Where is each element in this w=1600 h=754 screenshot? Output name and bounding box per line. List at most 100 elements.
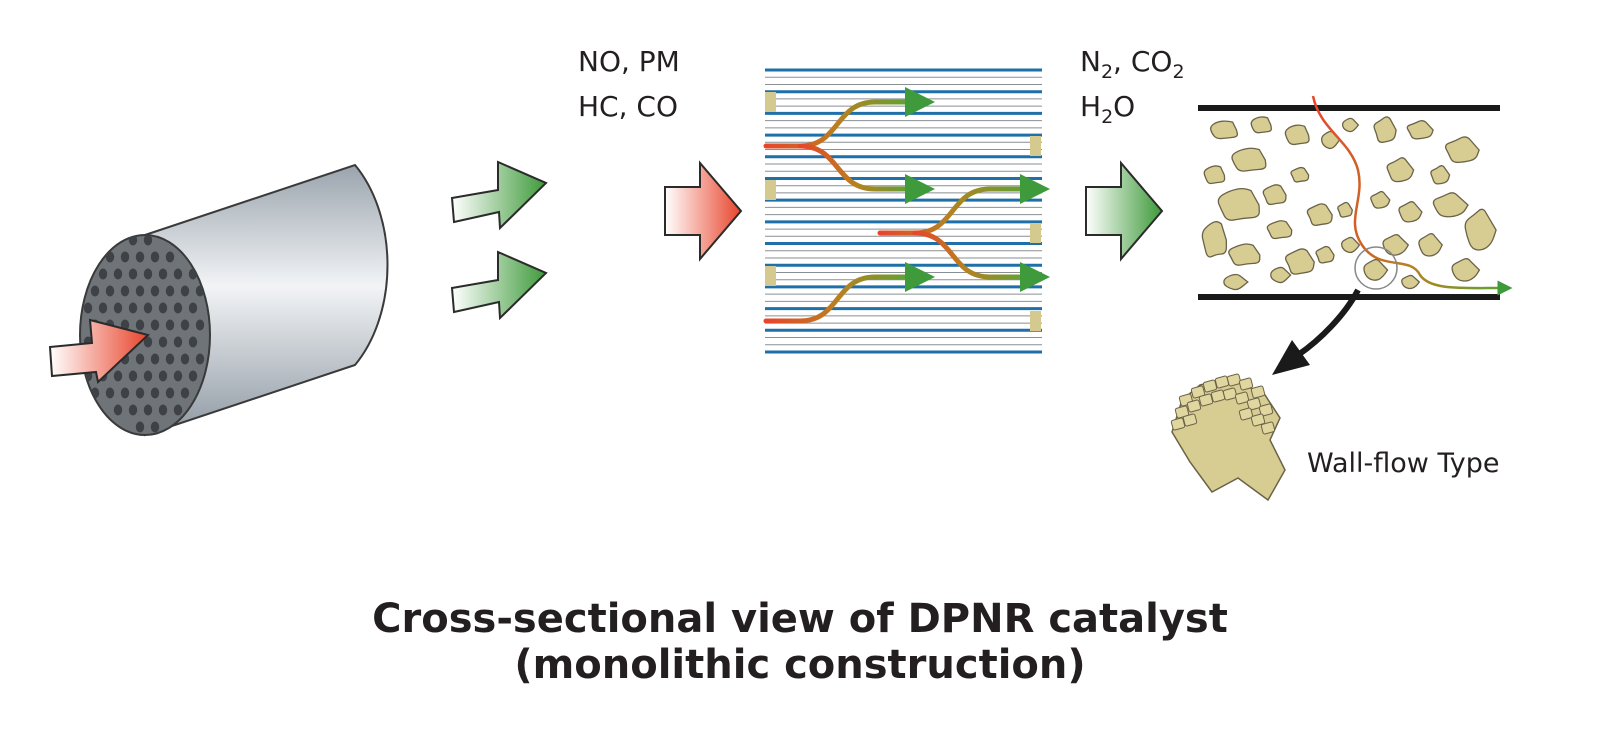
caption-line1: Cross-sectional view of DPNR catalyst (372, 596, 1228, 642)
channel-hole (83, 302, 93, 314)
channel-hole (158, 404, 168, 416)
channel-hole (158, 302, 168, 314)
outlet-arrow-icon (450, 160, 548, 231)
catalyst-particle (1270, 266, 1292, 284)
channel-hole (158, 268, 168, 280)
zoom-pointer-arrow-icon (1272, 288, 1361, 375)
cluster-cell (1198, 393, 1214, 407)
flow-path (763, 87, 935, 149)
catalyst-particle (1341, 236, 1361, 254)
channel-hole (150, 387, 160, 399)
catalyst-particle (1373, 116, 1397, 144)
channel-hole (143, 268, 153, 280)
channel-hole (113, 302, 123, 314)
plug (1030, 136, 1041, 156)
channel-hole (113, 268, 123, 280)
cluster-cell (1226, 373, 1242, 387)
plug (1030, 223, 1041, 243)
channel-hole (143, 336, 153, 348)
channel-hole (120, 387, 130, 399)
channel-hole (165, 387, 175, 399)
channel-hole (150, 421, 160, 433)
flow-path (877, 174, 1050, 236)
exhaust-in-arrow-icon (664, 160, 743, 262)
catalyst-particle (1284, 248, 1315, 275)
channel-hole (143, 404, 153, 416)
catalyst-particle (1262, 184, 1287, 206)
wall-flow-type-label: Wall-flow Type (1307, 448, 1499, 479)
filter-channels (765, 68, 1042, 354)
cluster-cell (1250, 385, 1266, 399)
flow-path (797, 143, 935, 204)
catalyst-particle (1451, 258, 1481, 282)
channel-hole (195, 319, 205, 331)
channel-hole (105, 251, 115, 263)
catalyst-particle (1401, 274, 1421, 290)
cluster-cell (1234, 391, 1250, 405)
channel-hole (195, 285, 205, 297)
channel-hole (188, 336, 198, 348)
channel-hole (128, 302, 138, 314)
catalyst-particle (1363, 258, 1389, 281)
catalyst-particle (1210, 120, 1239, 140)
channel-hole (105, 285, 115, 297)
inlet-arrow-icon (48, 318, 151, 384)
channel-hole (173, 302, 183, 314)
cluster-cell (1186, 399, 1202, 413)
channel-hole (98, 302, 108, 314)
channel-hole (128, 370, 138, 382)
cluster-cell (1222, 387, 1238, 401)
channel-hole (135, 387, 145, 399)
channel-hole (135, 319, 145, 331)
channel-hole (143, 370, 153, 382)
channel-hole (90, 285, 100, 297)
catalyst-particle (1418, 233, 1443, 257)
catalyst-particle (1386, 157, 1415, 183)
channel-hole (180, 285, 190, 297)
catalyst-particle (1382, 233, 1410, 256)
catalyst-particle (1201, 221, 1228, 258)
plug (765, 180, 776, 200)
zoomed-particle-cluster (1170, 373, 1286, 502)
exhaust-out-arrow-icon (1085, 160, 1164, 262)
catalyst-particle (1464, 208, 1497, 251)
catalyst-particle (1444, 136, 1480, 164)
catalyst-particle (1203, 165, 1226, 185)
channel-hole (180, 353, 190, 365)
flow-path (763, 262, 935, 324)
catalyst-particle (1266, 220, 1293, 240)
cluster-cell (1202, 379, 1218, 393)
channel-hole (143, 235, 153, 246)
catalyst-particle (1217, 187, 1260, 221)
channel-hole (105, 387, 115, 399)
output-gases-line2: H2O (1080, 90, 1135, 128)
channel-hole (180, 387, 190, 399)
channel-hole (165, 251, 175, 263)
catalyst-particle (1432, 192, 1469, 218)
catalyst-particles (1201, 116, 1497, 291)
cluster-cell (1250, 413, 1266, 427)
catalyst-particle (1406, 120, 1434, 140)
gas-flow-paths (763, 87, 1050, 324)
channel-hole (165, 353, 175, 365)
channel-hole (195, 353, 205, 365)
channel-hole (165, 285, 175, 297)
channel-hole (150, 319, 160, 331)
channel-hole (98, 268, 108, 280)
plug (765, 92, 776, 112)
input-gases-line1: NO, PM (578, 45, 680, 78)
channel-hole (173, 370, 183, 382)
catalyst-particle (1290, 166, 1310, 183)
channel-hole (113, 370, 123, 382)
wall-cross-section (1198, 95, 1513, 300)
catalyst-particle (1321, 130, 1341, 150)
plug (765, 266, 776, 286)
cluster-cell (1170, 417, 1186, 431)
channel-hole (135, 285, 145, 297)
channel-hole (128, 268, 138, 280)
cluster-cell (1246, 397, 1262, 411)
channel-hole (165, 319, 175, 331)
cluster-cell (1238, 407, 1254, 421)
channel-hole (135, 251, 145, 263)
